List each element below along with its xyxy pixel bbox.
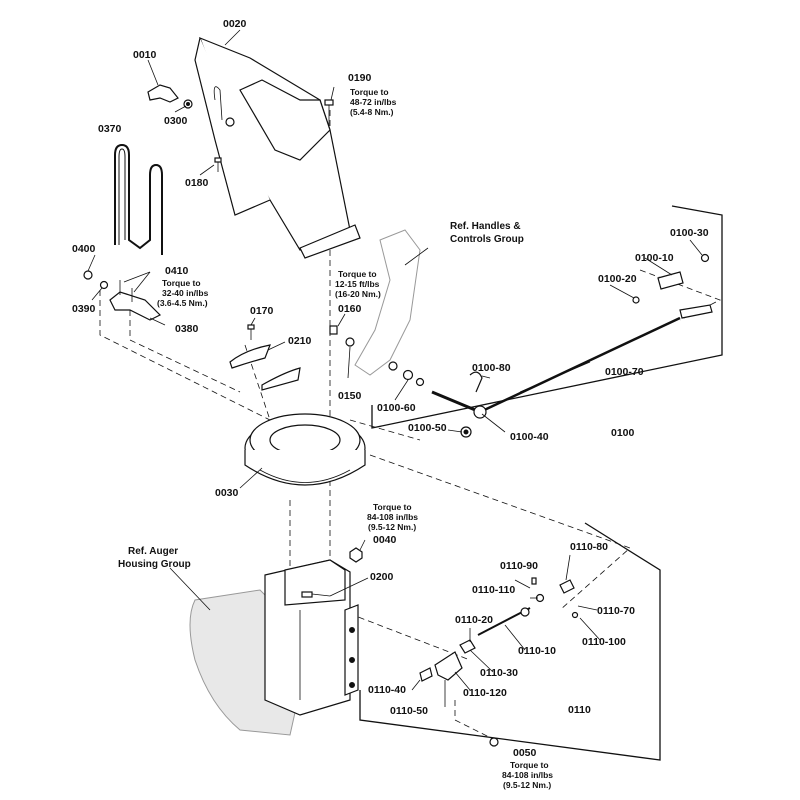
deflector-rod: [114, 143, 163, 255]
label-0020: 0020: [223, 18, 247, 30]
leader-lines: [87, 29, 703, 707]
label-0100-50: 0100-50: [408, 422, 447, 434]
torque-0190-line2: 48-72 in/lbs: [350, 97, 397, 107]
label-0380: 0380: [175, 323, 199, 335]
torque-0040-line2: 84-108 in/lbs: [367, 512, 418, 522]
label-0110-120: 0110-120: [463, 687, 507, 699]
handles-reference-outline: [354, 229, 421, 376]
ref-auger-line1: Ref. Auger: [128, 546, 178, 557]
torque-0050-line3: (9.5-12 Nm.): [503, 780, 551, 790]
label-0110: 0110: [568, 704, 591, 716]
label-0110-110: 0110-110: [472, 584, 515, 596]
label-0170: 0170: [250, 305, 274, 317]
label-0110-80: 0110-80: [570, 541, 608, 553]
kit-frames: [359, 205, 723, 761]
torque-0410-line2: 32-40 in/lbs: [162, 288, 209, 298]
label-0110-50: 0110-50: [390, 705, 428, 717]
reference-notes: Ref. Handles & Controls Group Ref. Auger…: [118, 221, 524, 570]
label-0190: 0190: [348, 72, 372, 84]
label-0030: 0030: [215, 487, 239, 499]
chute-bolt: [324, 99, 334, 128]
label-0110-100: 0110-100: [582, 636, 626, 648]
label-0110-90: 0110-90: [500, 560, 538, 572]
label-0110-10: 0110-10: [518, 645, 556, 657]
label-0390: 0390: [72, 303, 96, 315]
auger-housing: [189, 559, 359, 736]
ref-handles-line1: Ref. Handles &: [450, 221, 521, 232]
torque-0160-line1: Torque to: [338, 269, 377, 279]
label-0180: 0180: [185, 177, 209, 189]
discharge-chute: [194, 36, 361, 259]
label-0110-20: 0110-20: [455, 614, 493, 626]
torque-0160-line2: 12-15 ft/lbs: [335, 279, 380, 289]
label-0050: 0050: [513, 747, 537, 759]
chute-knob: [147, 84, 193, 109]
rod-bracket: [83, 270, 162, 321]
label-0150: 0150: [338, 390, 362, 402]
label-0010: 0010: [133, 49, 157, 61]
control-bolt: [329, 325, 355, 347]
torque-0410-line3: (3.6-4.5 Nm.): [157, 298, 208, 308]
label-0210: 0210: [288, 335, 312, 347]
control-rod-assembly: [388, 253, 713, 438]
torque-notes: Torque to 48-72 in/lbs (5.4-8 Nm.) Torqu…: [157, 87, 553, 790]
label-0370: 0370: [98, 123, 122, 135]
label-0100-70: 0100-70: [605, 366, 644, 378]
label-0100-30: 0100-30: [670, 227, 709, 239]
label-0300: 0300: [164, 115, 188, 127]
torque-0190-line1: Torque to: [350, 87, 389, 97]
assembly-lines: [99, 110, 721, 741]
chute-ring-gear: [244, 413, 366, 486]
linkage-assembly: [419, 577, 579, 747]
label-0200: 0200: [370, 571, 394, 583]
torque-0040-line3: (9.5-12 Nm.): [368, 522, 416, 532]
label-0100-40: 0100-40: [510, 431, 549, 443]
label-0100: 0100: [611, 427, 635, 439]
label-0040: 0040: [373, 534, 397, 546]
chute-screw: [214, 157, 222, 172]
label-0160: 0160: [338, 303, 362, 315]
label-0100-80: 0100-80: [472, 362, 511, 374]
torque-0190-line3: (5.4-8 Nm.): [350, 107, 394, 117]
label-0400: 0400: [72, 243, 96, 255]
part-labels: 0020 0010 0190 0300 0370 0180 0400 0410 …: [72, 18, 709, 759]
label-0100-60: 0100-60: [377, 402, 416, 414]
ref-auger-line2: Housing Group: [118, 559, 191, 570]
housing-fasteners: [301, 547, 363, 598]
label-0110-70: 0110-70: [597, 605, 635, 617]
label-0100-20: 0100-20: [598, 273, 637, 285]
label-0410: 0410: [165, 265, 189, 277]
torque-0050-line1: Torque to: [510, 760, 549, 770]
label-0110-40: 0110-40: [368, 684, 406, 696]
label-0110-30: 0110-30: [480, 667, 518, 679]
torque-0410-line1: Torque to: [162, 278, 201, 288]
ref-handles-line2: Controls Group: [450, 234, 524, 245]
label-0100-10: 0100-10: [635, 252, 674, 264]
torque-0040-line1: Torque to: [373, 502, 412, 512]
torque-0050-line2: 84-108 in/lbs: [502, 770, 553, 780]
torque-0160-line3: (16-20 Nm.): [335, 289, 381, 299]
